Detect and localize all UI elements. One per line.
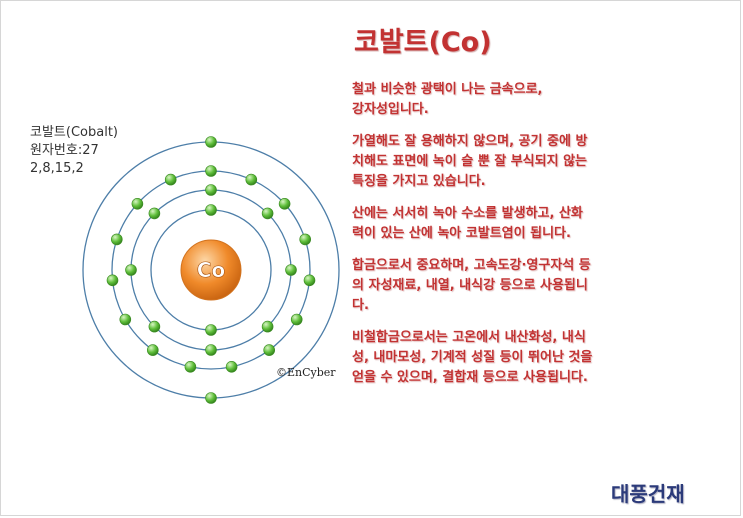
electron <box>106 274 119 287</box>
paragraph-line: 합금으로서 중요하며, 고속도강·영구자석 등 <box>352 258 591 273</box>
electron <box>111 233 123 246</box>
electron <box>303 274 316 287</box>
paragraph-line: 다. <box>352 298 369 313</box>
paragraph-line: 력이 있는 산에 녹아 코발트염이 됩니다. <box>352 226 571 241</box>
electron <box>261 207 274 220</box>
electron <box>299 233 312 246</box>
paragraph-line: 산에는 서서히 녹아 수소를 발생하고, 산화 <box>352 206 583 221</box>
electron <box>205 344 217 356</box>
electron <box>263 344 276 356</box>
electron <box>290 313 303 326</box>
atomic-number-label: 원자번호:27 <box>30 143 99 158</box>
electron <box>119 313 132 326</box>
page-title: 코발트(Co) <box>354 27 492 58</box>
electron <box>205 184 217 196</box>
copyright-label: ©EnCyber <box>276 366 336 379</box>
electrons <box>106 136 316 404</box>
nucleus-label: Co <box>197 258 225 282</box>
electron <box>148 320 161 333</box>
paragraph-line: 비철합금으로서는 고온에서 내산화성, 내식 <box>352 330 586 345</box>
paragraph-line: 가열해도 잘 용해하지 않으며, 공기 중에 방 <box>352 134 588 149</box>
electron <box>285 264 297 276</box>
description-paragraph: 철과 비슷한 광택이 나는 금속으로, 강자성입니다. <box>352 80 714 120</box>
paragraph-line: 철과 비슷한 광택이 나는 금속으로, <box>352 82 543 97</box>
electron <box>205 392 217 404</box>
paragraph-line: 특징을 가지고 있습니다. <box>352 174 486 189</box>
electron <box>225 360 238 373</box>
nucleus <box>180 239 242 301</box>
brand-logo-text: 대풍건재 <box>611 482 685 506</box>
diagram-caption: 코발트(Cobalt) 원자번호:27 2,8,15,2 <box>30 124 118 178</box>
electron <box>261 320 274 333</box>
electron-configuration-label: 2,8,15,2 <box>30 161 84 176</box>
electron <box>278 198 291 210</box>
electron <box>245 173 258 186</box>
paragraph-line: 강자성입니다. <box>352 102 429 117</box>
electron <box>205 136 217 148</box>
electron <box>164 173 177 186</box>
electron <box>205 324 217 336</box>
electron <box>147 344 159 356</box>
element-name-label: 코발트(Cobalt) <box>30 125 118 140</box>
electron <box>125 264 137 276</box>
paragraph-line: 의 자성재료, 내열, 내식강 등으로 사용됩니 <box>352 278 588 293</box>
paragraph-line: 얻을 수 있으며, 결합재 등으로 사용됩니다. <box>352 370 588 385</box>
electron <box>131 198 144 210</box>
paragraph-line: 치해도 표면에 녹이 슬 뿐 잘 부식되지 않는 <box>352 154 588 169</box>
electron <box>205 204 217 216</box>
description-paragraphs: 철과 비슷한 광택이 나는 금속으로, 강자성입니다. 가열해도 잘 용해하지 않… <box>352 80 714 400</box>
paragraph-line: 성, 내마모성, 기계적 성질 등이 뛰어난 것을 <box>352 350 593 365</box>
electron <box>205 165 217 177</box>
electron <box>184 360 197 373</box>
electron <box>148 207 161 220</box>
